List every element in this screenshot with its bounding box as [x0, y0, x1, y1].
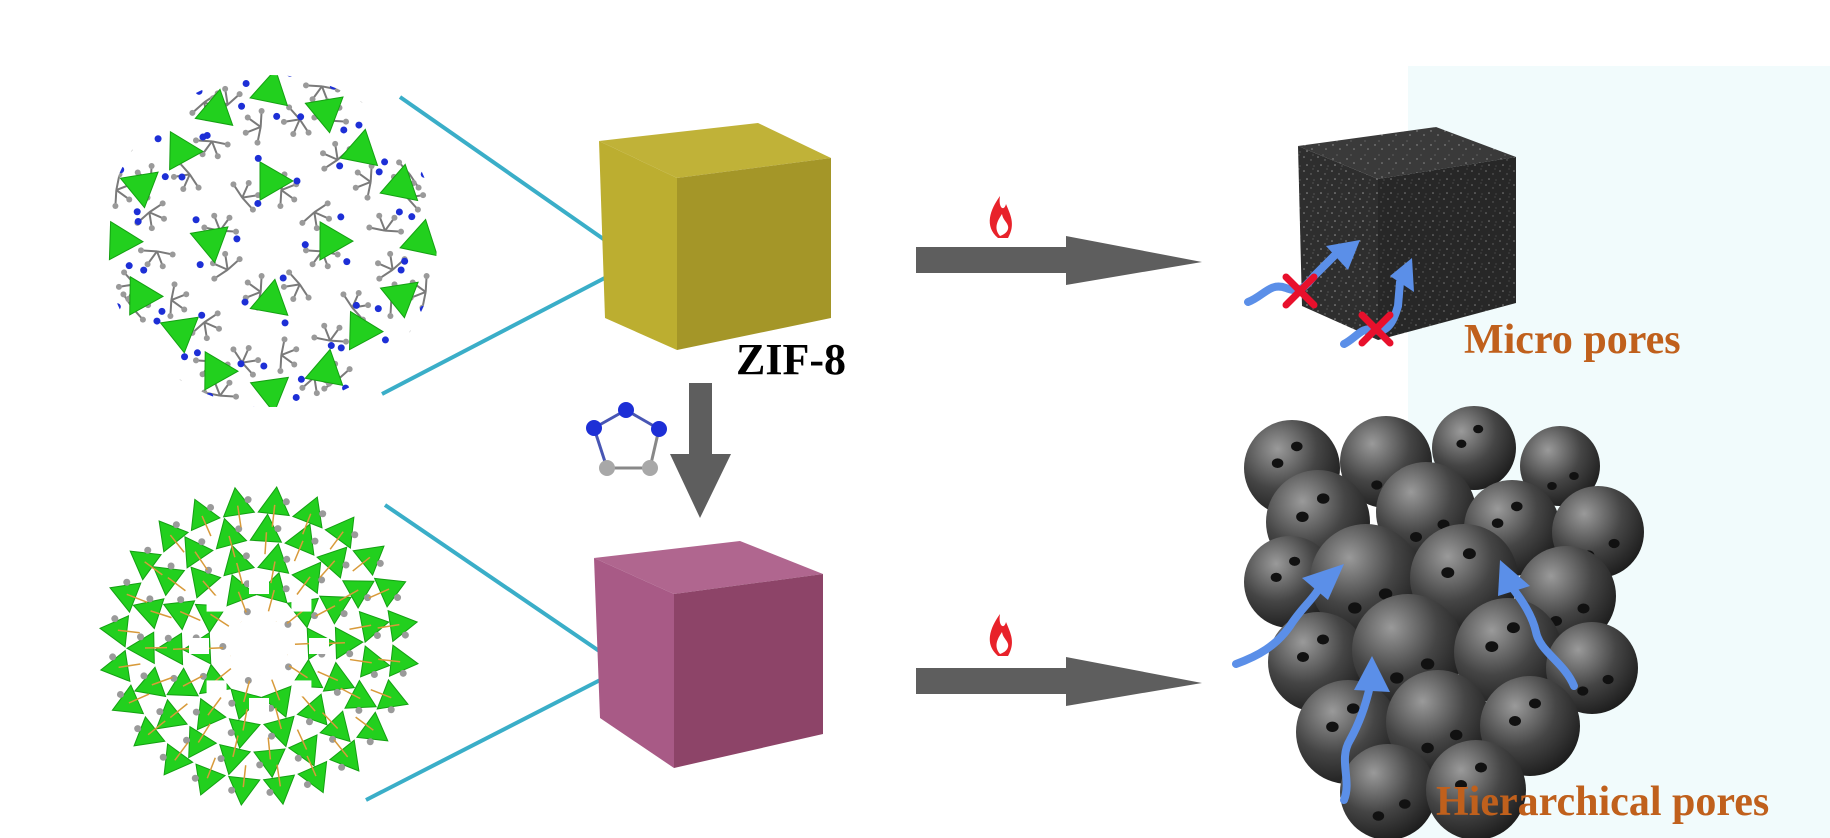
flow-arrowhead — [1326, 240, 1360, 270]
blocked-x-icon — [1282, 273, 1318, 309]
modified-crystal-structure — [96, 483, 422, 809]
microporous-carbon-cube — [1298, 127, 1516, 340]
flame-icon — [989, 614, 1012, 656]
flow-arrows-hierarchical — [1232, 586, 1578, 804]
down-arrow — [670, 383, 731, 518]
flow-arrowhead — [1498, 560, 1530, 596]
flame-icon — [989, 196, 1012, 238]
hierarchical-sphere-cluster — [1244, 406, 1644, 838]
micro-pores-label: Micro pores — [1464, 317, 1681, 363]
pyrolysis-arrow-bottom — [916, 657, 1202, 706]
pyrolysis-arrow-top — [916, 236, 1202, 285]
zoom-connector-lines — [365, 95, 624, 802]
zif8-label: ZIF-8 — [736, 335, 846, 384]
zif8-cube — [599, 123, 831, 350]
hierarchical-pores-label: Hierarchical pores — [1436, 779, 1770, 825]
modified-zif8-cube — [594, 541, 823, 768]
blocked-x-icon — [1358, 311, 1394, 347]
imidazole-ring-icon — [586, 402, 667, 476]
flow-arrowhead — [1354, 656, 1390, 692]
zif8-crystal-structure — [105, 75, 437, 407]
flow-arrowhead — [1390, 258, 1414, 292]
flow-arrowhead — [1302, 564, 1344, 600]
